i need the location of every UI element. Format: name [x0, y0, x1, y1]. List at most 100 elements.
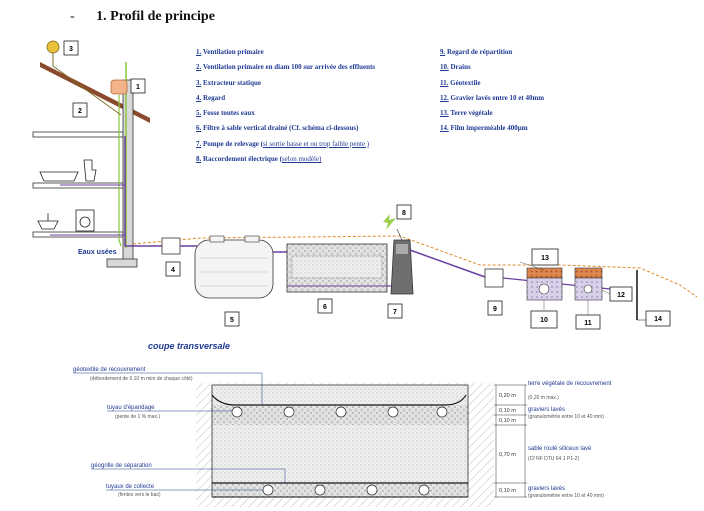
layer-terre	[212, 385, 468, 405]
cross-section	[196, 383, 494, 507]
svg-text:9: 9	[493, 306, 497, 313]
num-box-13: 13	[531, 248, 559, 266]
legend-item: 6. Filtre à sable vertical drainé (Cf. s…	[196, 124, 359, 133]
layer-sable	[212, 425, 468, 483]
label-graviers-1-sub: (granulométrie entre 10 et 40 mm)	[528, 414, 604, 420]
legend-item: 5. Fosse toutes eaux	[196, 109, 255, 118]
legend-item: 14. Film imperméable 400µm	[440, 124, 528, 133]
septic-tank	[194, 235, 274, 299]
svg-text:2: 2	[78, 108, 82, 115]
label-geogrille: géogrille de séparation	[91, 463, 152, 469]
legend-item: 3. Extracteur statique	[196, 78, 261, 87]
num-box-1: 1	[130, 78, 146, 94]
legend-right: 9. Regard de répartition 10. Drains 11. …	[440, 45, 544, 137]
wall-footing	[106, 258, 138, 268]
coupe-left-labels: géotextile de recouvrement (débordement …	[73, 367, 286, 498]
svg-text:5: 5	[230, 317, 234, 324]
label-tuyaux-collecte-sub: (fentes vers le bas)	[118, 492, 161, 498]
label-sable-sub: (Cf NF DTU 64.1 P1-2)	[528, 456, 579, 462]
toilet-icon	[83, 159, 97, 182]
label-geotextile: géotextile de recouvrement	[73, 367, 146, 373]
legend-item: 4. Regard	[196, 93, 226, 102]
washing-machine-icon	[75, 209, 95, 232]
dimension-column: 0,20 m 0,10 m 0,10 m 0,70 m 0,10 m	[494, 384, 527, 498]
label-sable: sable roulé siliceux lavé	[528, 446, 592, 452]
svg-text:10: 10	[540, 317, 548, 324]
label-graviers-1: graviers lavés	[528, 407, 565, 413]
num-box-12: 12	[609, 286, 633, 302]
label-tuyau-epandage-sub: (pente de 1 % max.)	[115, 414, 160, 420]
legend-item: 8. Raccordement électrique (selon modèle…	[196, 155, 322, 164]
svg-text:7: 7	[393, 309, 397, 316]
svg-text:3: 3	[69, 46, 73, 53]
svg-text:0,10 m: 0,10 m	[499, 408, 516, 414]
legend-item: 2. Ventilation primaire en diam 100 sur …	[196, 63, 376, 72]
legend-item: 10. Drains	[440, 63, 471, 72]
num-box-2: 2	[72, 102, 88, 118]
label-terre: terre végétale de recouvrement	[528, 381, 612, 387]
svg-text:8: 8	[402, 210, 406, 217]
svg-text:14: 14	[654, 316, 662, 323]
legend-item: 13. Terre végétale	[440, 109, 493, 118]
legend-item: 1. Ventilation primaire	[196, 48, 264, 56]
section-heading: - 1. Profil de principe	[70, 9, 215, 25]
label-graviers-2-sub: (granulométrie entre 10 et 40 mm)	[528, 493, 604, 499]
legend-item: 11. Géotextile	[440, 78, 481, 87]
svg-text:0,10 m: 0,10 m	[499, 418, 516, 424]
legend-item: 7. Pompe de relevage (si sortie basse et…	[196, 139, 370, 148]
bathtub-icon	[39, 171, 79, 182]
num-box-8: 8	[396, 204, 412, 220]
num-box-5: 5	[224, 311, 240, 327]
num-box-7: 7	[387, 303, 403, 319]
num-box-10: 10	[530, 310, 558, 329]
regard-4	[161, 237, 181, 255]
label-tuyaux-collecte: tuyaux de collecte	[106, 484, 155, 490]
num-box-4: 4	[165, 261, 181, 277]
ground-line	[132, 235, 698, 298]
trench-1	[526, 267, 563, 301]
num-box-14: 14	[645, 310, 671, 327]
waste-pipe	[124, 136, 162, 247]
legend-item: 9. Regard de répartition	[440, 48, 513, 56]
heading-dash: -	[70, 9, 75, 24]
svg-text:0,10 m: 0,10 m	[499, 488, 516, 494]
distribution-pipes	[231, 406, 448, 418]
svg-text:0,70 m: 0,70 m	[499, 452, 516, 458]
num-box-3: 3	[63, 40, 79, 56]
label-graviers-2: graviers lavés	[528, 486, 565, 492]
sand-filter	[286, 243, 388, 293]
legend-left: 1. Ventilation primaire 2. Ventilation p…	[196, 45, 375, 167]
pump-station	[390, 239, 414, 295]
coupe-right-labels: terre végétale de recouvrement (0,20 m m…	[528, 381, 612, 499]
svg-text:4: 4	[171, 267, 175, 274]
bulb-icon	[46, 40, 60, 54]
svg-text:6: 6	[323, 304, 327, 311]
num-box-9: 9	[487, 300, 503, 316]
legend-item: 12. Gravier lavés entre 10 et 40mm	[440, 93, 545, 102]
layer-graviers-bottom	[212, 483, 468, 497]
eaux-usees-label: Eaux usées	[78, 249, 117, 256]
label-tuyau-epandage: tuyau d'épandage	[107, 405, 155, 411]
svg-text:12: 12	[617, 292, 625, 299]
num-box-11: 11	[575, 314, 601, 330]
heading-text: 1. Profil de principe	[96, 9, 215, 24]
svg-text:0,20 m: 0,20 m	[499, 393, 516, 399]
house	[32, 40, 162, 268]
label-terre-sub: (0,20 m max.)	[528, 395, 559, 401]
roof	[40, 62, 150, 123]
svg-text:13: 13	[541, 255, 549, 262]
svg-text:11: 11	[584, 320, 592, 327]
regard-9	[484, 268, 504, 288]
sink-icon	[37, 220, 59, 230]
coupe-title: coupe transversale	[148, 341, 230, 351]
num-box-6: 6	[317, 298, 333, 314]
vent-pipe-1	[118, 95, 122, 247]
geotextile-line	[211, 394, 467, 406]
trench-2	[574, 267, 603, 301]
number-labels: 3 1 2 4 5 6 7 8 9 10 11 12 13 14	[63, 40, 671, 330]
lightning-icon	[383, 214, 396, 230]
static-extractor-icon	[110, 79, 128, 95]
svg-text:1: 1	[136, 84, 140, 91]
floor-upper	[32, 131, 124, 138]
